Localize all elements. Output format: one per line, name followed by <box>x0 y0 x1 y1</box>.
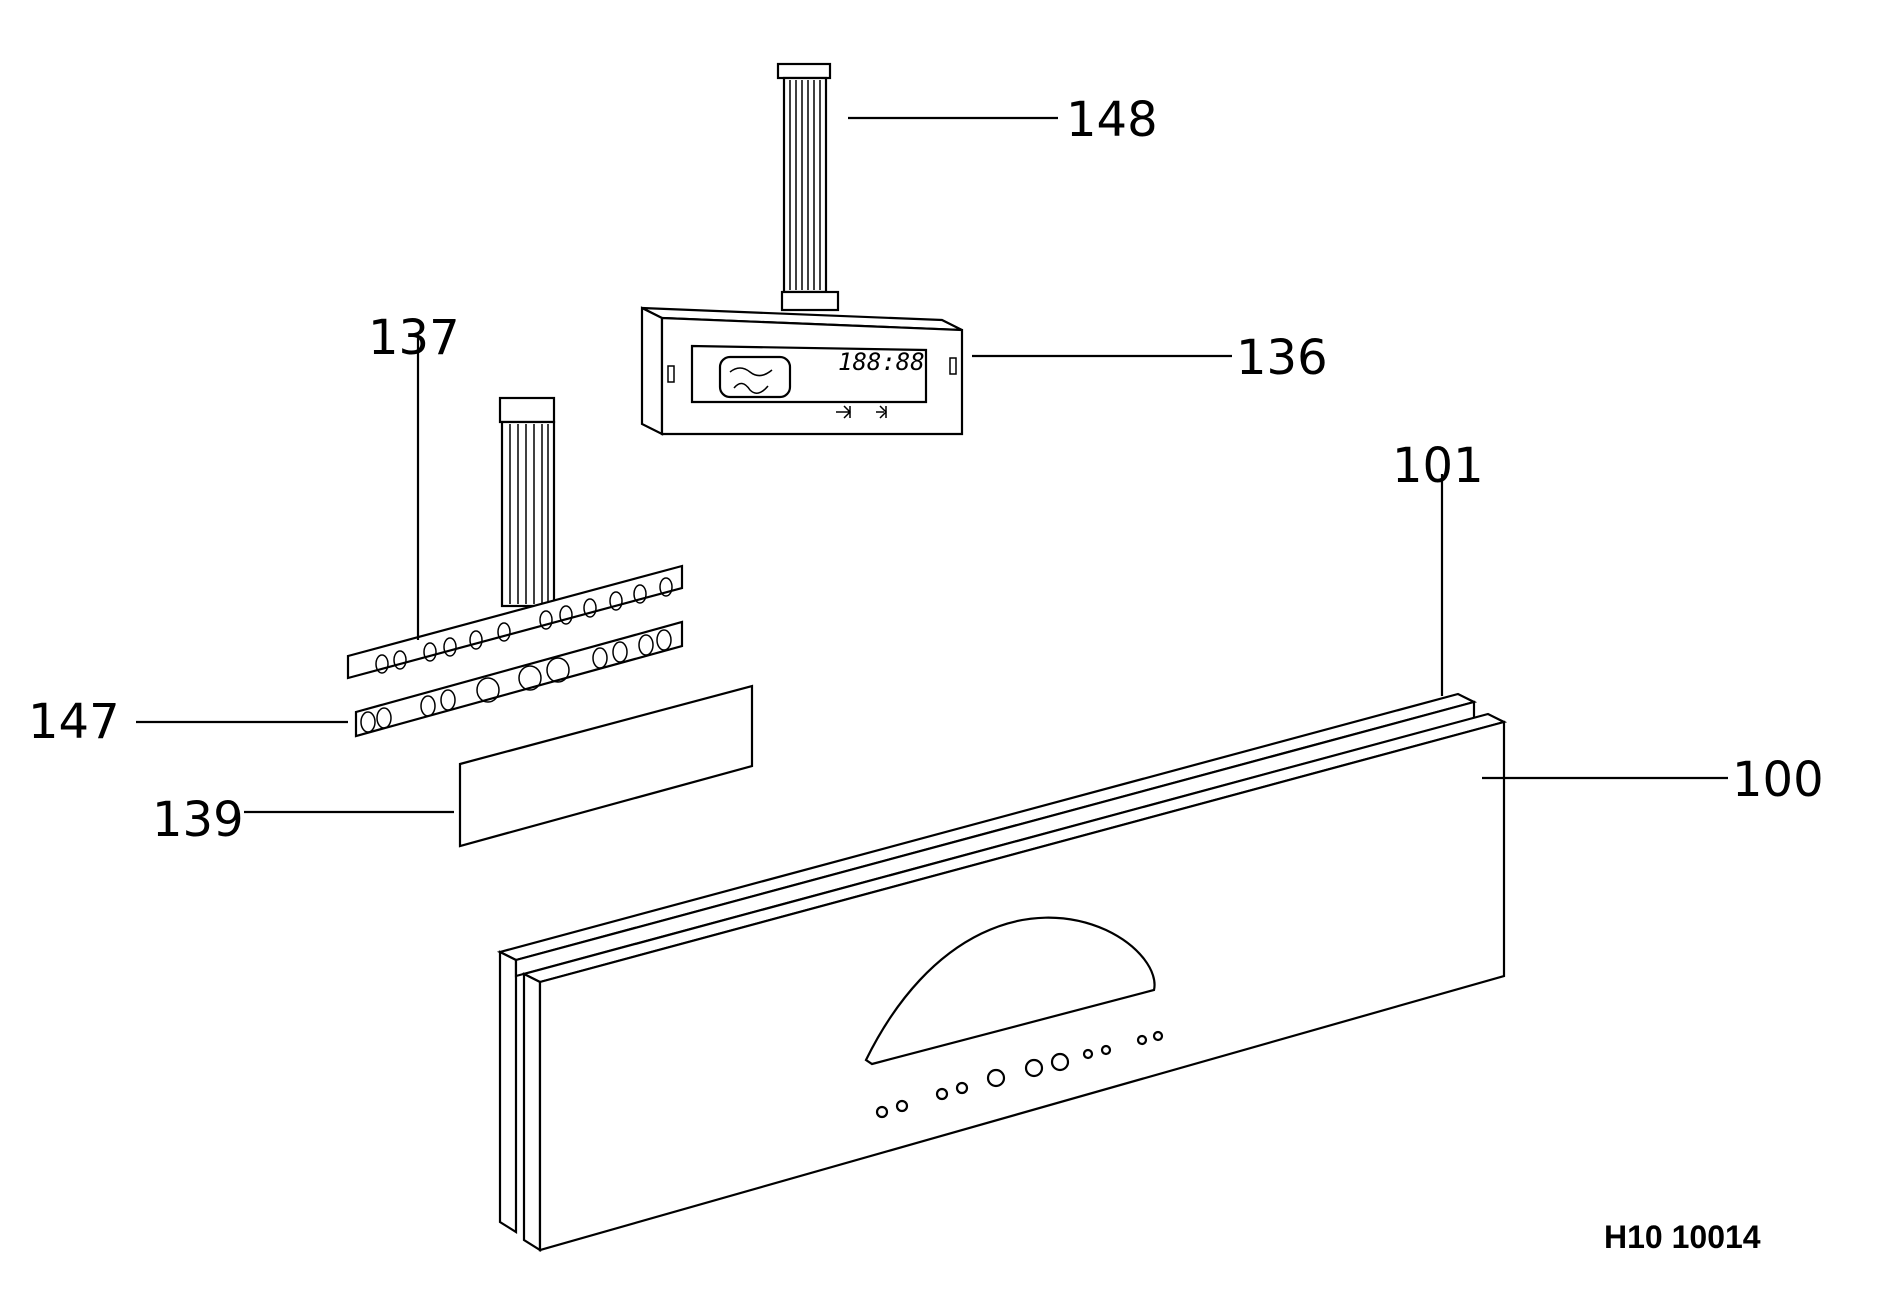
panel-knob-holes <box>875 1030 1164 1119</box>
callout-148: 148 <box>1066 92 1158 148</box>
part-136-display-module: 188:88 <box>640 306 964 436</box>
callout-137: 137 <box>368 310 460 366</box>
leader-lines <box>136 116 1728 814</box>
lcd-readout: 188:88 <box>838 348 925 376</box>
callout-136: 136 <box>1236 330 1328 386</box>
part-139-film-plate <box>458 684 754 848</box>
callout-147: 147 <box>28 694 120 750</box>
part-147-switch-strip <box>354 620 684 738</box>
callout-139: 139 <box>152 792 244 848</box>
callout-100: 100 <box>1732 752 1824 808</box>
part-100-front-panel <box>520 712 1508 1252</box>
part-137-ribbon-cable <box>498 396 556 608</box>
part-101-rear-panel <box>496 692 1478 1234</box>
callout-101: 101 <box>1392 438 1484 494</box>
part-148-ribbon-cable <box>776 62 840 312</box>
part-137-switch-strip <box>346 564 684 680</box>
drawing-reference: H10 10014 <box>1604 1219 1761 1255</box>
